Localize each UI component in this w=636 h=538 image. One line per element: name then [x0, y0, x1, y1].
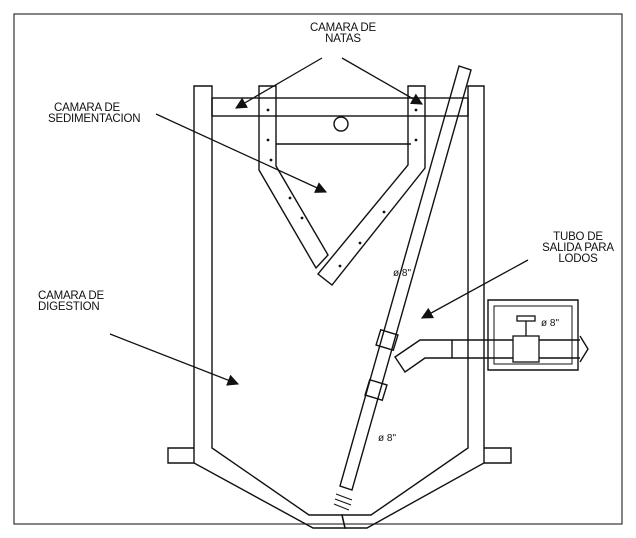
arrow-natas-right [341, 57, 424, 105]
label-line: CAMARA DE [54, 102, 120, 114]
label-line: SALIDA PARA [542, 242, 614, 254]
arrow-natas-left [234, 57, 323, 109]
left-baffle [258, 85, 329, 270]
valve-body [512, 335, 540, 363]
coupling-2 [364, 378, 388, 402]
label-line: NATAS [325, 33, 361, 45]
arrow-sedimentacion [155, 113, 328, 193]
label-line: SEDIMENTACION [48, 113, 141, 125]
right-wall [341, 85, 485, 529]
label-line: CAMARA DE [310, 22, 376, 34]
left-footing [167, 447, 194, 464]
valve-box [487, 299, 579, 371]
dim-valve: ø 8" [541, 318, 559, 329]
arrow-tubo [420, 259, 529, 319]
label-line: DIGESTION [38, 301, 100, 313]
frame [13, 13, 623, 525]
pipe-elbow [394, 339, 453, 373]
arrow-digestion [109, 333, 240, 386]
top-beam [211, 97, 469, 117]
label-tubo-salida: TUBO DE SALIDA PARA LODOS [528, 231, 628, 265]
label-camara-natas: CAMARA DE NATAS [283, 22, 403, 45]
dim-pipe-lower: ø 8" [378, 433, 396, 444]
vent-circle [333, 116, 349, 132]
label-camara-digestion: CAMARA DE DIGESTION [38, 290, 104, 313]
right-footing [484, 447, 512, 464]
right-baffle [317, 85, 426, 286]
label-line: TUBO DE [553, 231, 603, 243]
label-line: CAMARA DE [38, 290, 104, 302]
left-wall [193, 85, 346, 529]
label-camara-sedimentacion: CAMARA DE SEDIMENTACION [48, 102, 141, 125]
coupling-1 [375, 328, 399, 352]
dim-pipe-upper: ø 8" [393, 268, 411, 279]
valve-wheel [516, 315, 536, 322]
label-line: LODOS [558, 253, 598, 265]
